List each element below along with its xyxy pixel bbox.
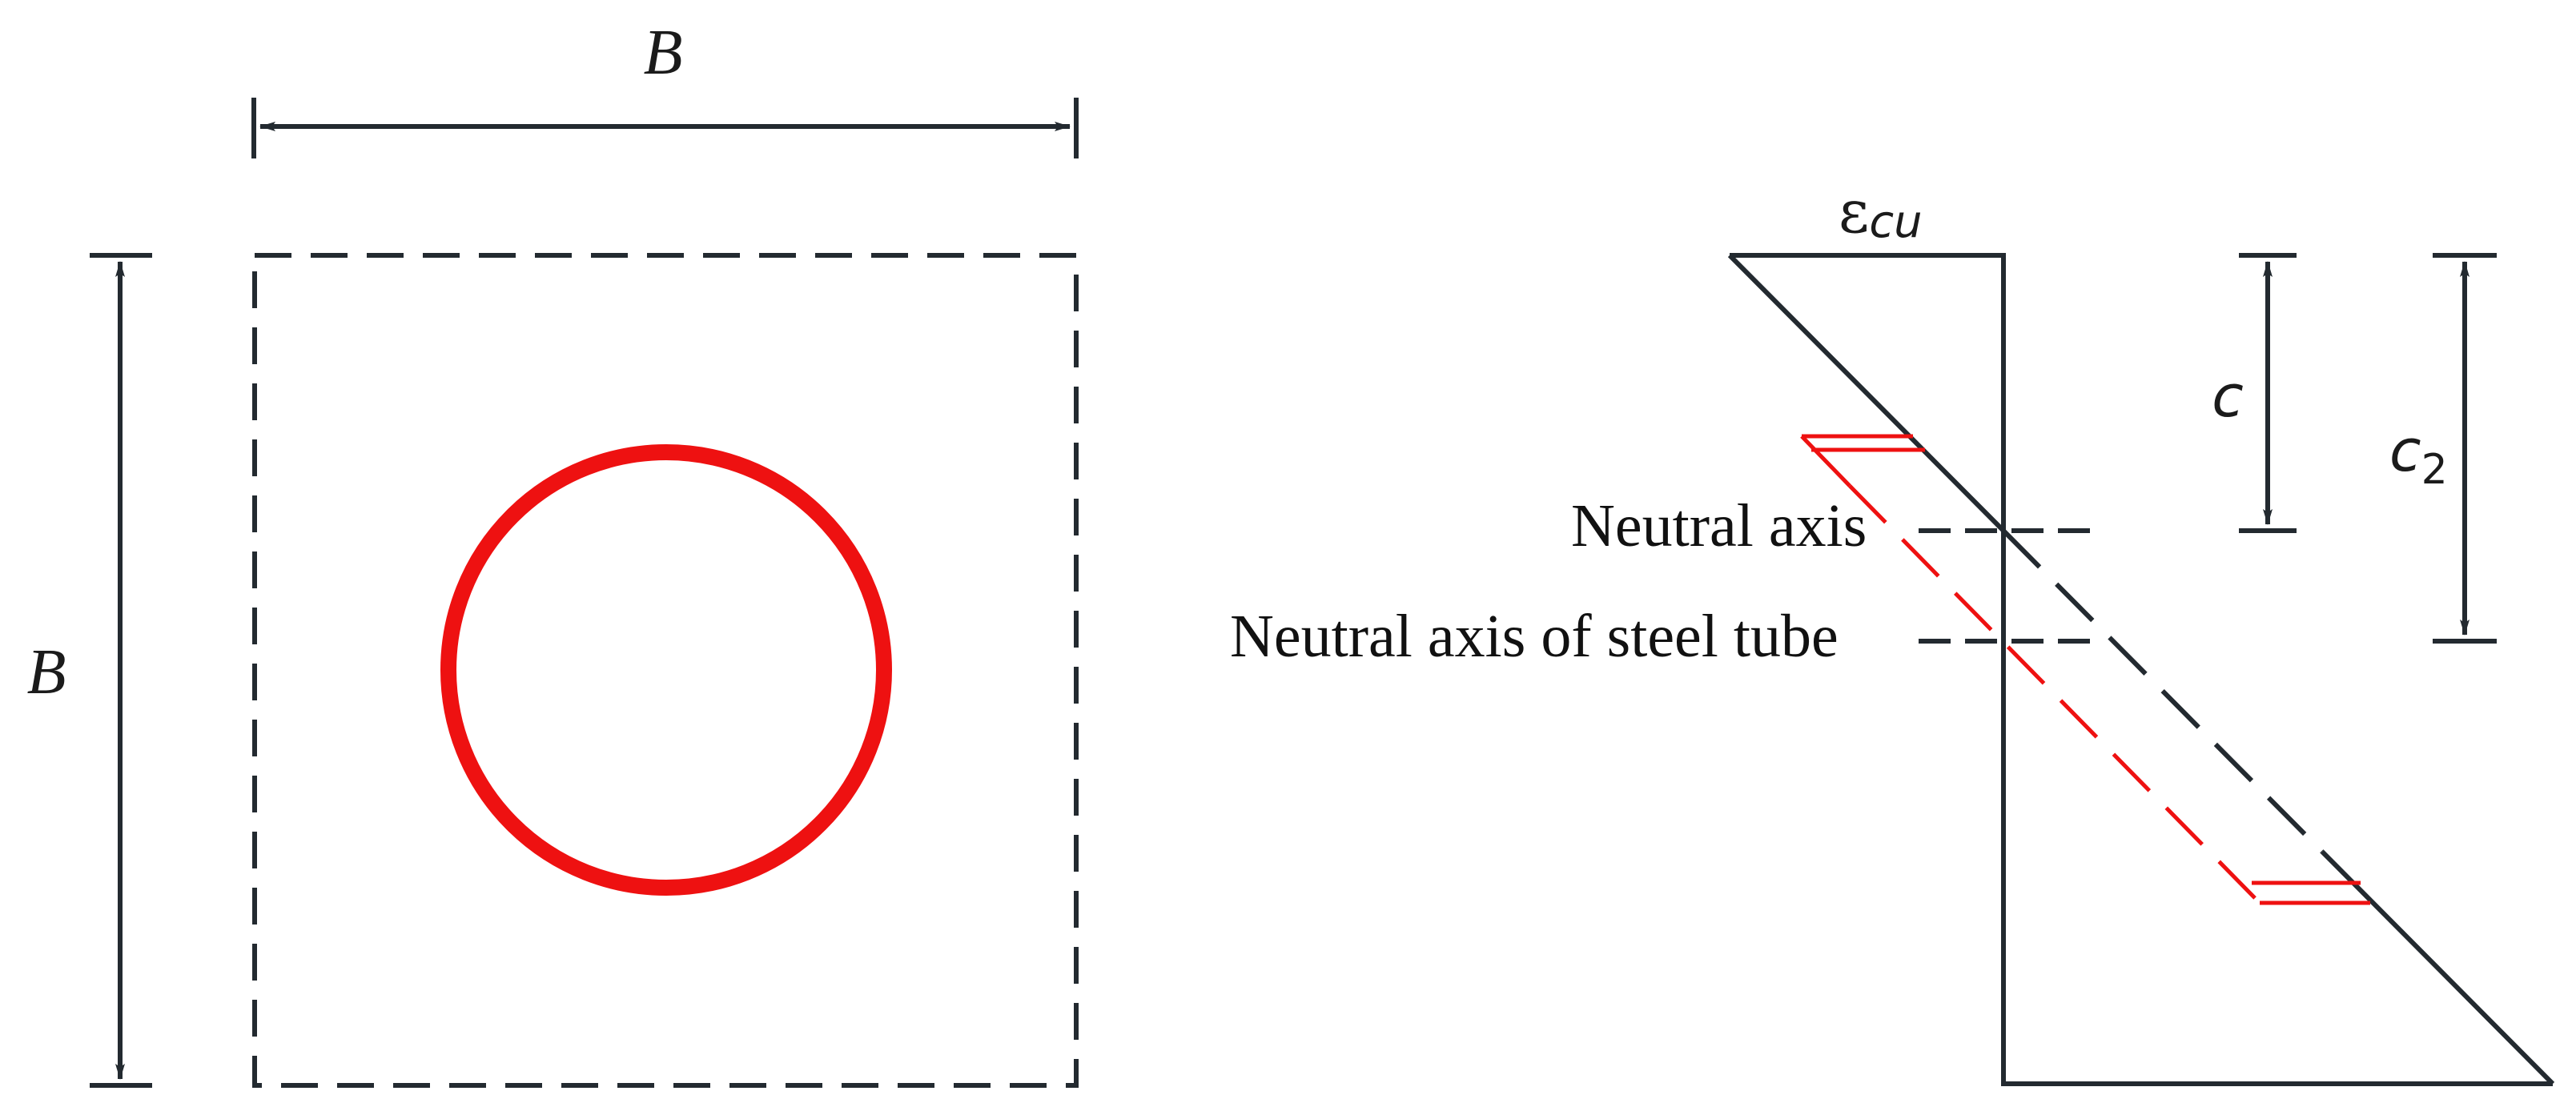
steel-neutral-axis-label: Neutral axis of steel tube: [1230, 603, 1839, 670]
concrete-strain-line-upper: [1727, 253, 2006, 533]
height-dimension: B: [27, 253, 152, 1088]
width-dimension-label: B: [644, 18, 683, 88]
height-dimension-label: B: [27, 637, 66, 708]
width-dimension: B: [251, 18, 1079, 158]
cross-section: B B: [27, 18, 1079, 1088]
steel-strain-line-solid: [1800, 435, 1851, 487]
strain-label: εcu: [1839, 178, 1923, 248]
depth-c2-label: c2: [2389, 417, 2448, 494]
concrete-section-outline: [252, 253, 1079, 1088]
steel-tube-ring: [440, 444, 892, 896]
steel-tube-strain: [1800, 434, 2370, 905]
depth-c2-dimension: c2: [2389, 253, 2497, 644]
depth-c-dimension: c: [2212, 253, 2297, 533]
strain-distribution: εcu Neutral axis Neutral axis of steel t…: [1230, 178, 2555, 1086]
concrete-strain-line-lower: [2320, 849, 2555, 1086]
neutral-axis-label: Neutral axis: [1571, 492, 1867, 560]
concrete-strain-line-dashed: [2001, 528, 2325, 854]
depth-c-label: c: [2212, 363, 2244, 430]
steel-strain-line-dashed: [1848, 484, 2261, 904]
